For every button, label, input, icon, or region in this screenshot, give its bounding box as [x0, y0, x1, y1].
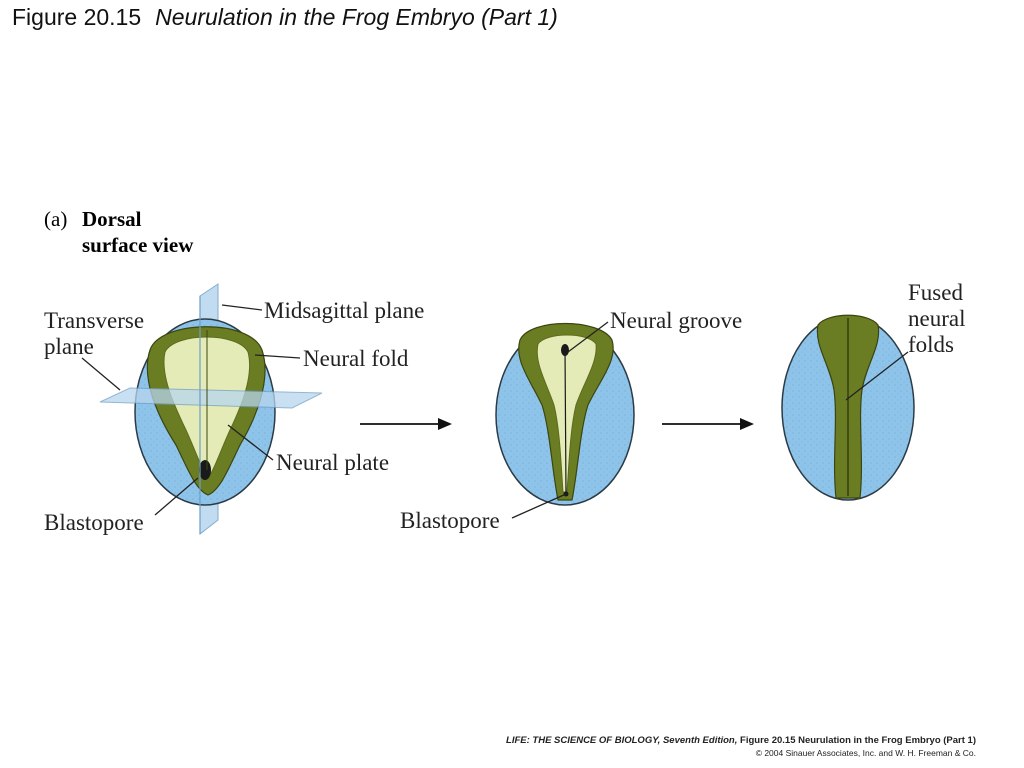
credit-copyright: © 2004 Sinauer Associates, Inc. and W. H… — [755, 748, 976, 758]
label-neural-fold: Neural fold — [303, 346, 409, 371]
figure-name: Neurulation in the Frog Embryo (Part 1) — [155, 4, 558, 30]
embryo-fused-folds-stage — [781, 314, 915, 501]
label-blastopore-2: Blastopore — [400, 508, 500, 533]
leader-lines — [81, 304, 909, 519]
blastopore-1 — [199, 460, 211, 480]
stage-arrow-2 — [662, 418, 754, 430]
panel-heading-line1: Dorsal — [82, 207, 142, 231]
panel-heading-line2: surface view — [82, 233, 194, 257]
credit-book-title: LIFE: THE SCIENCE OF BIOLOGY, Seventh Ed… — [506, 735, 738, 746]
label-transverse-line1: Transverse — [44, 308, 144, 333]
label-fused-line3: folds — [908, 332, 954, 357]
label-fused-line1: Fused — [908, 280, 963, 305]
slide-title: Figure 20.15 Neurulation in the Frog Embr… — [12, 4, 558, 31]
source-credit: LIFE: THE SCIENCE OF BIOLOGY, Seventh Ed… — [506, 735, 976, 759]
label-midsagittal-plane: Midsagittal plane — [264, 298, 424, 323]
transverse-plane — [99, 387, 323, 409]
neural-plate-2 — [536, 334, 597, 493]
credit-figure-ref: Figure 20.15 Neurulation in the Frog Emb… — [740, 735, 976, 746]
label-neural-groove: Neural groove — [610, 308, 742, 333]
embryo-neural-groove-stage — [495, 323, 635, 506]
label-neural-plate: Neural plate — [276, 450, 389, 475]
label-transverse-line2: plane — [44, 334, 94, 359]
embryo-neural-plate-stage — [99, 283, 323, 536]
label-blastopore-1: Blastopore — [44, 510, 144, 535]
label-fused-line2: neural — [908, 306, 965, 331]
panel-letter: (a) — [44, 207, 67, 231]
stage-arrow-1 — [360, 418, 452, 430]
figure-number: Figure 20.15 — [12, 4, 142, 30]
